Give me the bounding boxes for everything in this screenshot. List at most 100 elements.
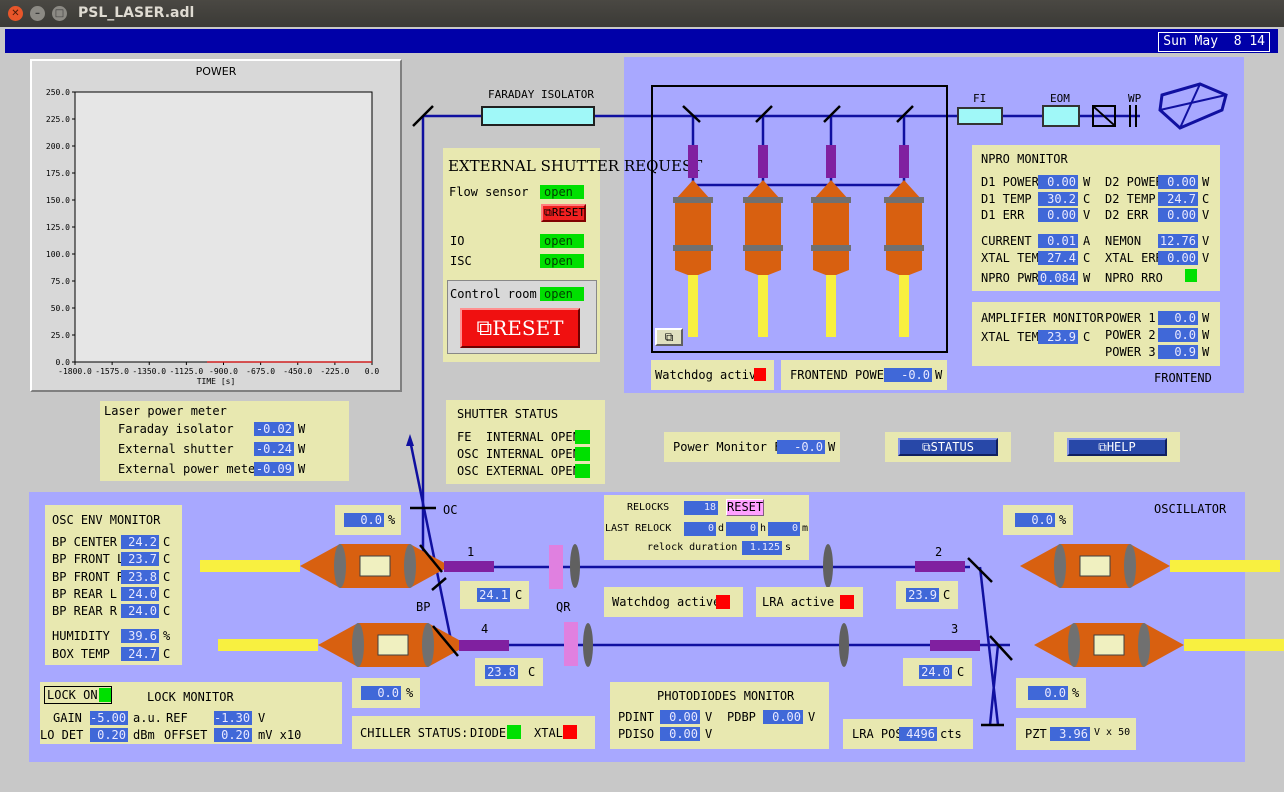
help-button[interactable]: ⧉HELP: [1067, 438, 1167, 456]
y-tick-label: 75.0: [51, 277, 70, 286]
lock-on-indicator: LOCK ON: [44, 686, 112, 704]
lra-pos-value: 4496: [899, 727, 937, 741]
amp-p3-unit: W: [1202, 345, 1210, 359]
x-tick-label: -1575.0: [95, 367, 129, 376]
pct-panel-br: 0.0 %: [1016, 678, 1086, 708]
pdbp-unit: V: [808, 710, 816, 724]
head-2-number: 2: [935, 545, 943, 559]
oc-label: OC: [443, 503, 458, 517]
relock-reset-button[interactable]: RESET: [726, 499, 764, 516]
pdbp-label: PDBP: [727, 710, 756, 724]
y-tick-label: 225.0: [46, 115, 70, 124]
minimize-icon[interactable]: –: [30, 6, 45, 21]
temp-1-unit: C: [515, 588, 523, 602]
big-reset-button[interactable]: ⧉RESET: [460, 308, 580, 348]
flow-reset-button[interactable]: ⧉RESET: [541, 204, 586, 222]
fi-label: FI: [973, 92, 987, 105]
x-tick-label: -900.0: [209, 367, 238, 376]
temp-2-value: 23.9: [906, 588, 939, 602]
plot-area: [74, 91, 373, 363]
shutter-status-panel: SHUTTER STATUS FE INTERNAL OPEN OSC INTE…: [446, 400, 605, 484]
maximize-icon[interactable]: □: [52, 6, 67, 21]
fe-watchdog-led: [754, 368, 766, 381]
power-monitor-value: -0.0: [777, 440, 825, 454]
npro-pwr-unit: W: [1083, 271, 1091, 285]
d2-err-value: 0.00: [1158, 208, 1198, 222]
bp-rear-r-unit: C: [163, 604, 171, 618]
current-label: CURRENT: [981, 234, 1032, 248]
amplifier-monitor-panel: AMPLIFIER MONITOR XTAL TEM 23.9 C POWER …: [972, 302, 1220, 366]
pct-panel-tr: 0.0 %: [1003, 505, 1073, 535]
chiller-xtal-led: [563, 725, 577, 739]
npro-pwr-label: NPRO PWR: [981, 271, 1039, 285]
lra-pos-label: LRA POS: [852, 727, 903, 741]
bp-label: BP: [416, 600, 431, 614]
amp-xtal-unit: C: [1083, 330, 1091, 344]
d2-err-unit: V: [1202, 208, 1210, 222]
osc-external-led: [575, 464, 590, 478]
d1-power-unit: W: [1083, 175, 1091, 189]
window-title: PSL_LASER.adl: [78, 5, 195, 21]
copy-icon: ⧉: [1098, 440, 1107, 454]
y-tick-label: 25.0: [51, 331, 70, 340]
pdiso-unit: V: [705, 727, 713, 741]
head-4-number: 4: [481, 622, 489, 636]
bp-front-l-label: BP FRONT L: [52, 552, 125, 566]
photodiodes-title: PHOTODIODES MONITOR: [657, 689, 795, 703]
temp-2-panel: 23.9 C: [896, 581, 958, 609]
eom-label: EOM: [1050, 92, 1070, 105]
pzt-value: 3.96: [1050, 727, 1090, 741]
d2-err-label: D2 ERR: [1105, 208, 1149, 222]
ext-shutter-title: EXTERNAL SHUTTER REQUEST: [448, 157, 703, 175]
flow-sensor-label: Flow sensor: [449, 185, 529, 199]
bp-center-value: 24.2: [121, 535, 159, 549]
offset-value: 0.20: [214, 728, 252, 742]
humidity-value: 39.6: [121, 629, 159, 643]
amp-xtal-label: XTAL TEM: [981, 330, 1039, 344]
polarizer-component: [1092, 105, 1116, 127]
close-icon[interactable]: ✕: [8, 6, 23, 21]
temp-1-panel: 24.1 C: [460, 581, 529, 609]
lra-active-panel: LRA active: [756, 587, 863, 617]
pzt-label: PZT: [1025, 727, 1047, 741]
pct-tl-unit: %: [388, 513, 396, 527]
osc-env-monitor-panel: OSC ENV MONITOR BP CENTER 24.2 C BP FRON…: [45, 505, 182, 665]
lra-pos-unit: cts: [940, 727, 962, 741]
last-relock-label: LAST RELOCK: [605, 523, 672, 534]
x-tick-label: -1125.0: [170, 367, 204, 376]
x-tick-label: -225.0: [320, 367, 349, 376]
y-tick-label: 125.0: [46, 223, 70, 232]
pct-br-value: 0.0: [1028, 686, 1068, 700]
xtal-err-label: XTAL ERR: [1105, 251, 1163, 265]
osc-watchdog-led: [716, 595, 730, 609]
nemon-label: NEMON: [1105, 234, 1142, 248]
osc-watchdog-panel: Watchdog active: [604, 587, 743, 617]
x-tick-label: -1350.0: [132, 367, 166, 376]
amp-p1-unit: W: [1202, 311, 1210, 325]
pct-tl-value: 0.0: [344, 513, 384, 527]
x-tick-label: -675.0: [246, 367, 275, 376]
control-room-box: Control room open ⧉RESET: [447, 280, 597, 354]
copy-icon: ⧉: [664, 330, 674, 344]
npro-pwr-value: 0.084: [1038, 271, 1078, 285]
pdint-label: PDINT: [618, 710, 655, 724]
photodiodes-panel: PHOTODIODES MONITOR PDINT 0.00 V PDBP 0.…: [610, 682, 829, 749]
last-relock-m-value: 0: [768, 522, 800, 536]
copy-icon: ⧉: [922, 440, 931, 454]
relock-panel: RELOCKS 18 RESET LAST RELOCK 0 d 0 h 0 m…: [604, 495, 809, 560]
status-button[interactable]: ⧉STATUS: [898, 438, 998, 456]
flow-reset-label: RESET: [551, 206, 585, 219]
y-tick-label: 250.0: [46, 88, 70, 97]
pct-bl-value: 0.0: [361, 686, 401, 700]
relock-duration-unit: s: [785, 542, 792, 553]
amp-copy-button[interactable]: ⧉: [655, 328, 683, 346]
amp-p1-label: POWER 1: [1105, 311, 1156, 325]
d1-err-unit: V: [1083, 208, 1091, 222]
pct-tr-value: 0.0: [1015, 513, 1055, 527]
bp-front-r-label: BP FRONT R: [52, 570, 125, 584]
head-1-number: 1: [467, 545, 475, 559]
xtal-tem-label: XTAL TEM: [981, 251, 1039, 265]
faraday-isolator-label: FARADAY ISOLATOR: [488, 88, 594, 101]
lodet-label: LO DET: [40, 728, 84, 742]
power-monitor-label: Power Monitor F: [673, 440, 782, 454]
